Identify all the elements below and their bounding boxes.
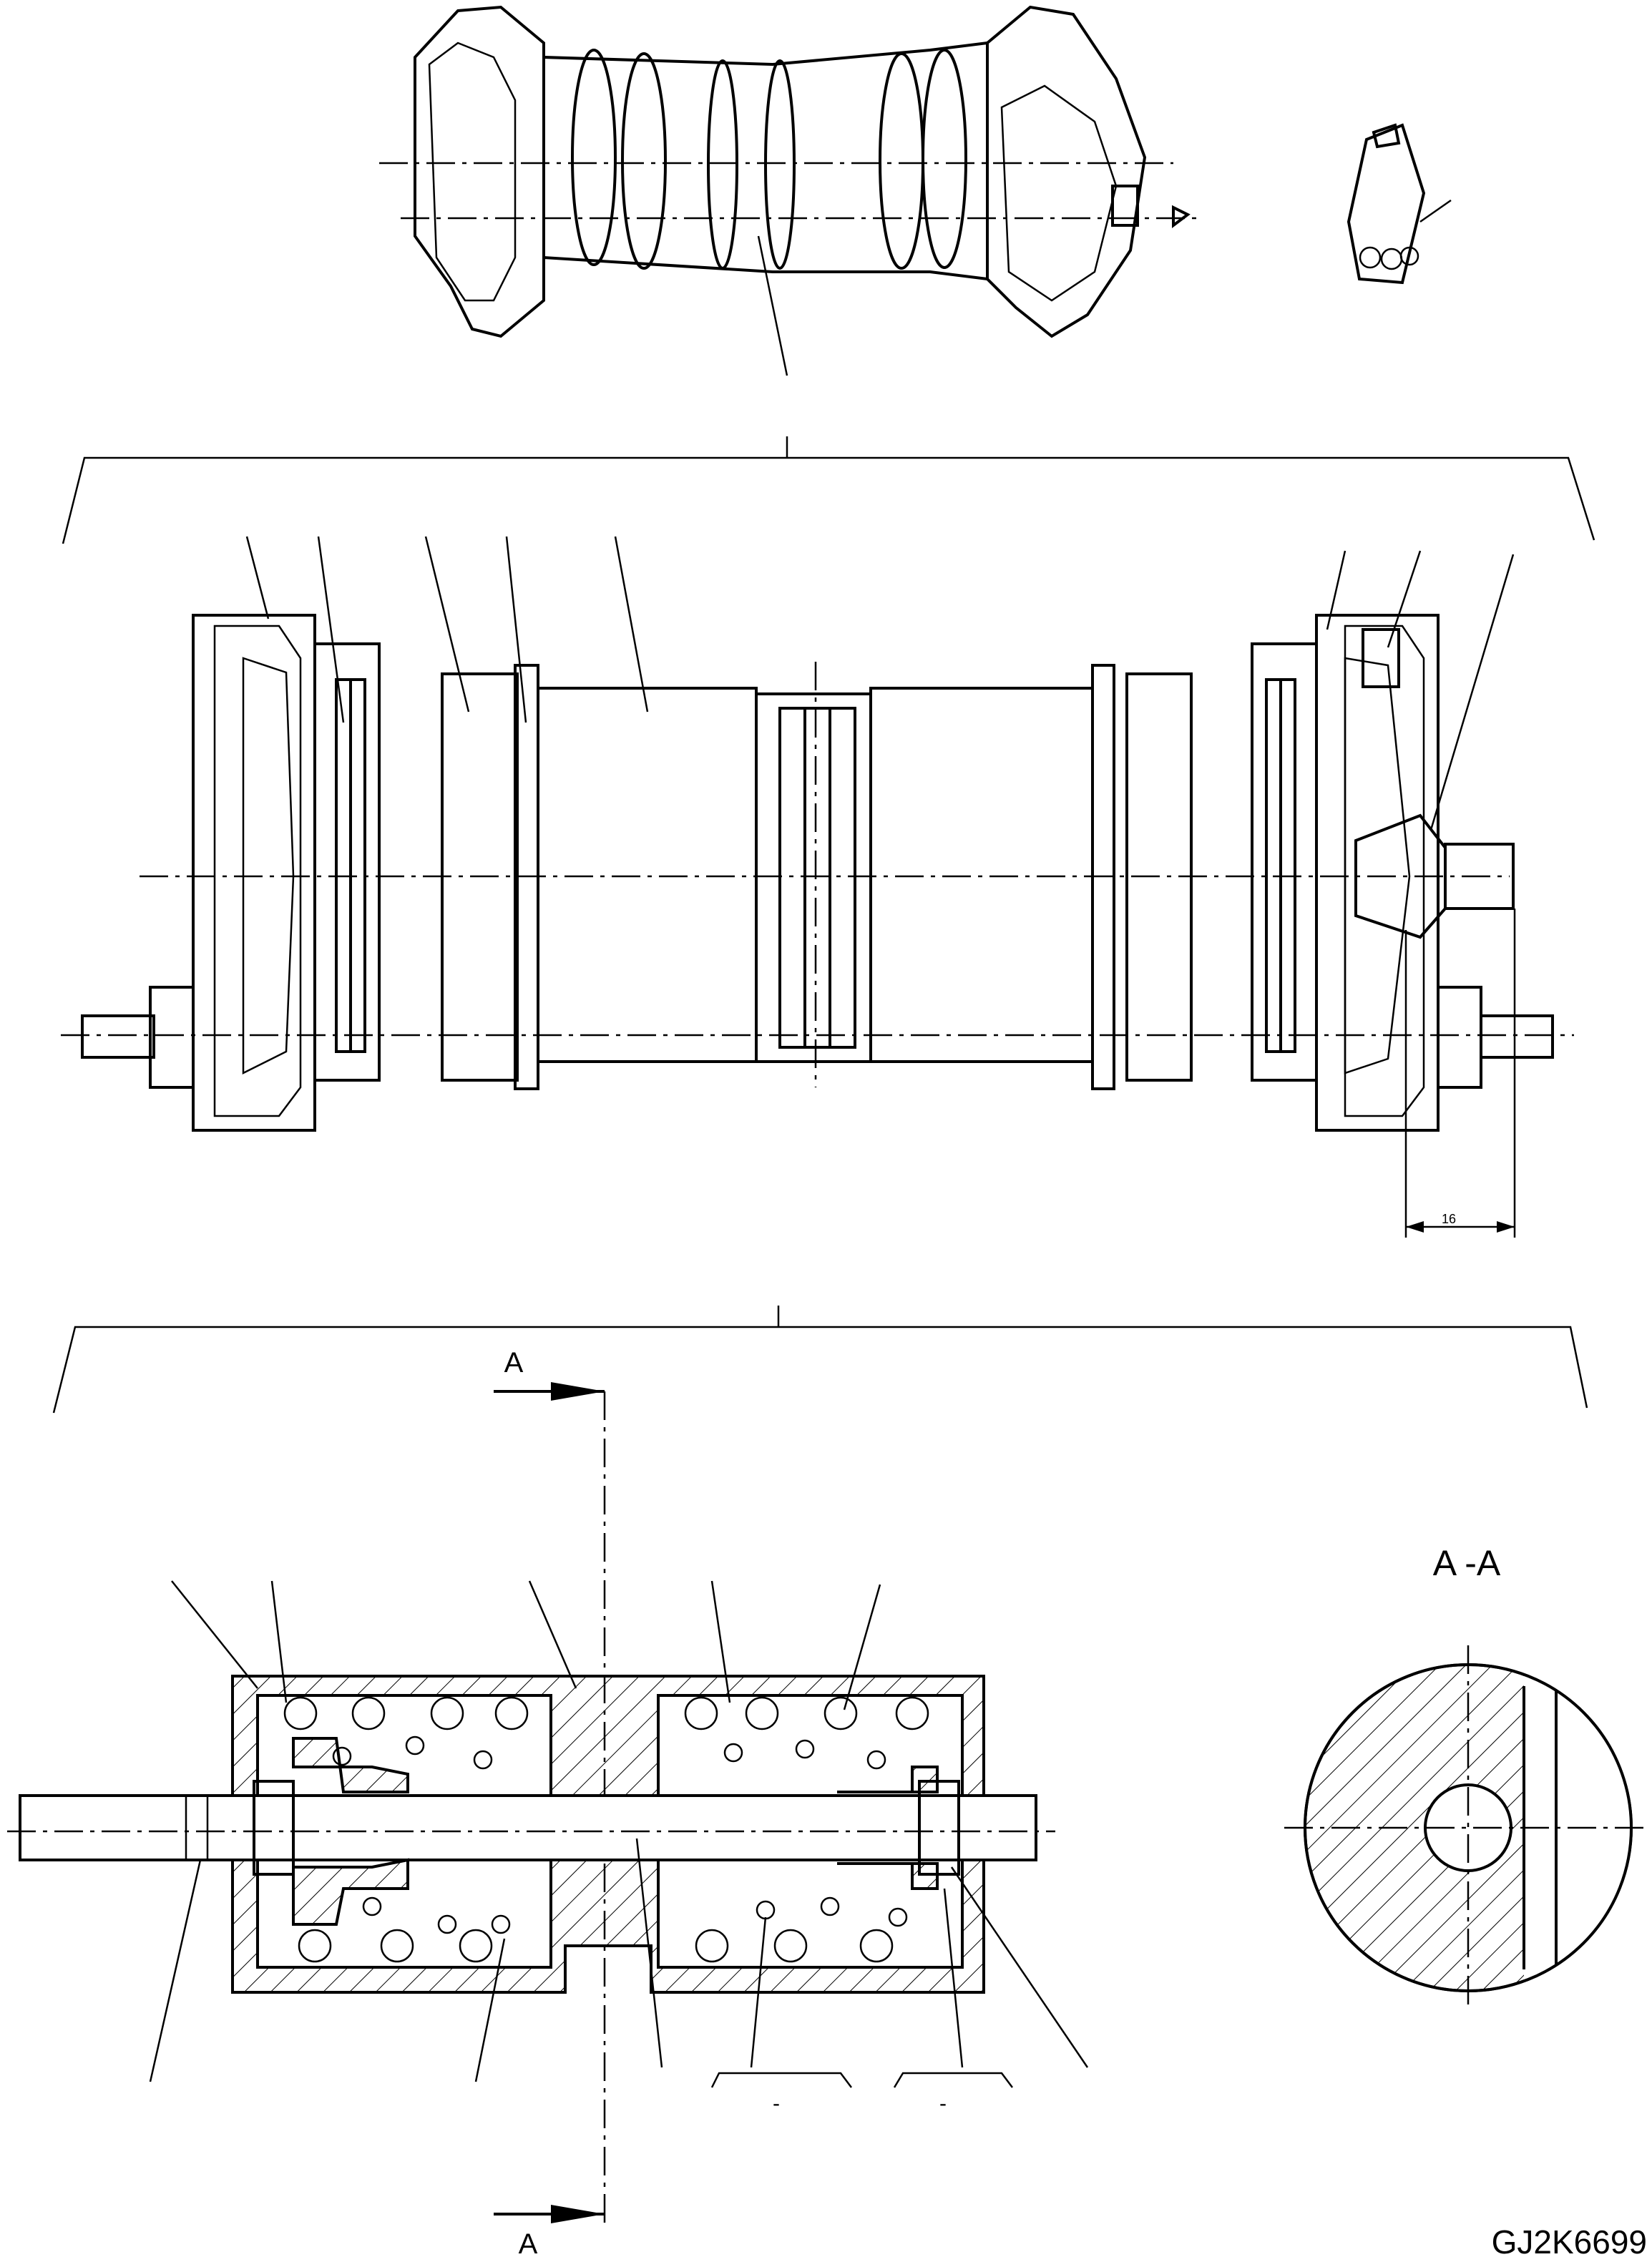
isometric-assembly-view [379, 5, 1452, 376]
cross-section-view [7, 1382, 1089, 2225]
bracket-dash-right: - [939, 2092, 947, 2115]
section-view-title: A -A [1433, 1543, 1501, 1583]
drawing-code: GJ2K6699 [1492, 2223, 1647, 2261]
bracket-dash-left: - [773, 2092, 780, 2115]
middle-view-bracket [62, 436, 1595, 544]
section-a-a-view [1284, 1645, 1649, 2010]
section-marker-bottom: A [519, 2228, 538, 2260]
side-elevation-view [61, 536, 1574, 1238]
section-marker-top: A [504, 1347, 524, 1379]
dimension-label: 16 [1442, 1212, 1456, 1226]
bottom-view-bracket [52, 1306, 1588, 1414]
